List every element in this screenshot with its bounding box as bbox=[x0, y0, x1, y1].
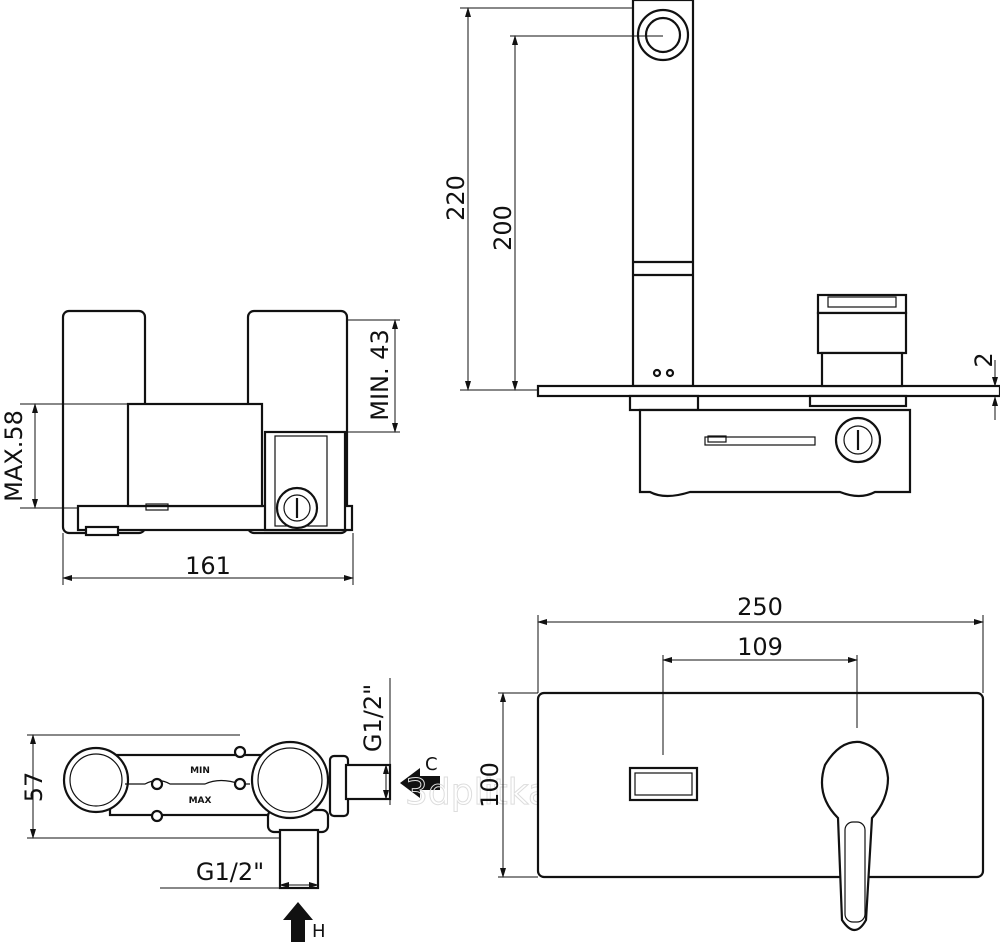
top-view bbox=[27, 678, 440, 942]
label-min: MIN bbox=[190, 766, 210, 776]
dim-hot-inlet: G1/2" bbox=[196, 858, 264, 886]
dim-max-58: MAX.58 bbox=[0, 410, 28, 502]
plate-view bbox=[498, 615, 985, 932]
dim-109: 109 bbox=[737, 633, 783, 661]
side-view bbox=[20, 309, 400, 585]
dim-57: 57 bbox=[20, 772, 48, 803]
dim-161: 161 bbox=[185, 552, 231, 580]
dim-cold-inlet: G1/2" bbox=[359, 684, 387, 752]
label-max: MAX bbox=[189, 796, 212, 806]
dim-200: 200 bbox=[489, 205, 517, 251]
dim-100: 100 bbox=[476, 762, 504, 808]
label-cold: C bbox=[425, 754, 438, 775]
front-view bbox=[460, 0, 1000, 498]
dim-min-43: MIN. 43 bbox=[366, 329, 394, 421]
hot-inlet-arrow-icon bbox=[283, 902, 313, 942]
cold-inlet-arrow-icon bbox=[400, 768, 440, 798]
dim-250: 250 bbox=[737, 593, 783, 621]
dim-220: 220 bbox=[442, 175, 470, 221]
label-hot: H bbox=[312, 921, 326, 942]
dim-2: 2 bbox=[970, 352, 998, 367]
